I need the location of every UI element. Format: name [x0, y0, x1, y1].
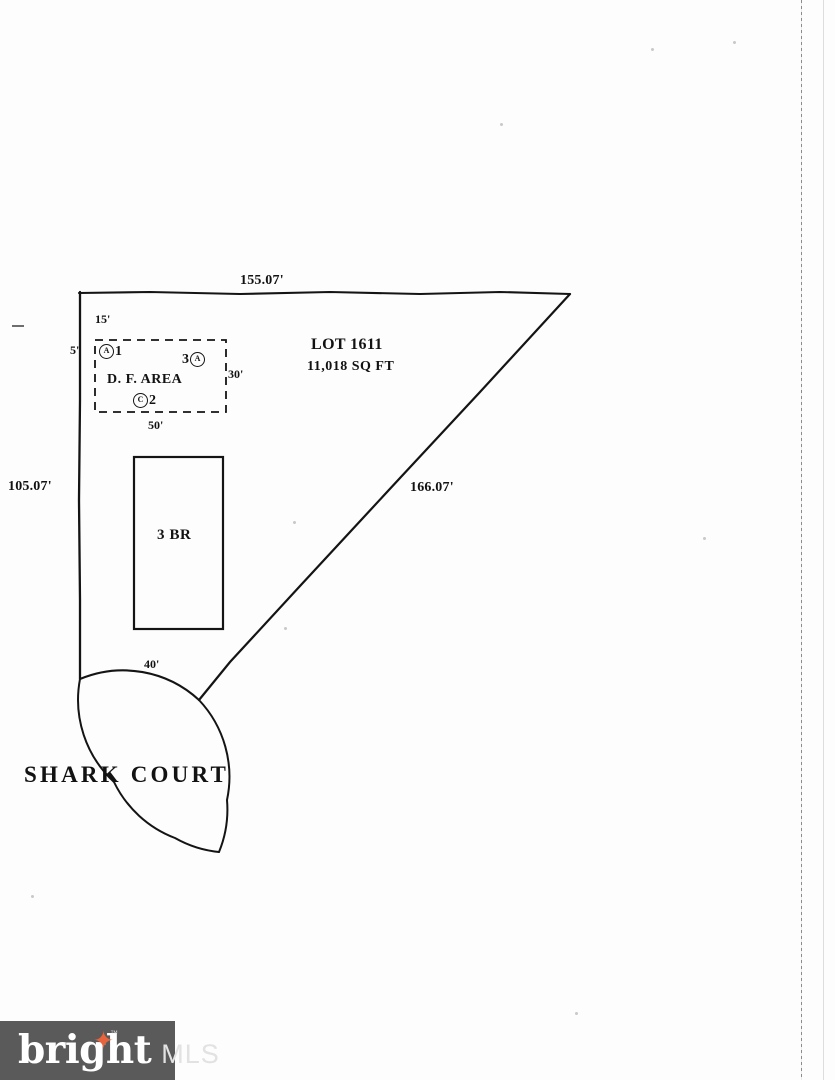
scan-speck	[284, 627, 287, 630]
cul-de-sac-arc-east	[198, 699, 231, 853]
dfa-label: D. F. AREA	[107, 372, 183, 387]
scan-speck	[31, 895, 34, 898]
cul-de-sac-arc-lower	[77, 678, 220, 853]
circled-symbol-icon: A	[190, 352, 205, 367]
survey-marker-2-number: 2	[149, 392, 156, 408]
survey-marker-1-number: 1	[115, 343, 122, 359]
dwelling-footprint	[132, 455, 225, 631]
circled-symbol-icon: C	[133, 393, 148, 408]
star-icon: ✦	[93, 1028, 114, 1055]
scan-speck	[575, 1012, 578, 1015]
circled-symbol-icon: A	[99, 344, 114, 359]
dimension-label-diagonal: 166.07'	[410, 480, 454, 495]
lot-boundary-north	[77, 290, 572, 296]
street-name-label: SHARK COURT	[24, 762, 229, 787]
cul-de-sac-arc	[78, 669, 201, 702]
scan-artifact-line-faint	[823, 0, 824, 1080]
dwelling-label: 3 BR	[157, 527, 192, 543]
survey-marker-3-number: 3	[182, 351, 189, 367]
mls-suffix-label: MLS	[161, 1039, 220, 1069]
dimension-label-north: 155.07'	[240, 273, 284, 288]
dimension-label-setback-north: 15'	[95, 312, 111, 326]
trademark-icon: ™	[110, 1029, 118, 1038]
bright-mls-watermark: bright ✦ ™ MLS	[0, 1021, 219, 1080]
dimension-label-west: 105.07'	[8, 479, 52, 494]
scan-speck	[500, 123, 503, 126]
lot-area-label: 11,018 SQ FT	[307, 359, 395, 374]
dimension-label-setback-west: 5'	[70, 343, 80, 357]
dfa-envelope	[94, 339, 227, 413]
lot-number-label: LOT 1611	[311, 336, 383, 353]
dimension-label-dfa-south: 50'	[148, 418, 164, 432]
brand-wordmark: bright	[18, 1027, 152, 1073]
dimension-label-frontage: 40'	[144, 657, 160, 671]
scan-speck	[733, 41, 736, 44]
scan-speck	[293, 521, 296, 524]
lot-boundary-diagonal	[197, 292, 572, 702]
lot-boundary-west	[77, 290, 82, 681]
scan-speck	[703, 537, 706, 540]
scan-artifact-line	[801, 0, 802, 1080]
scan-speck	[651, 48, 654, 51]
dimension-label-dfa-east: 30'	[228, 367, 244, 381]
